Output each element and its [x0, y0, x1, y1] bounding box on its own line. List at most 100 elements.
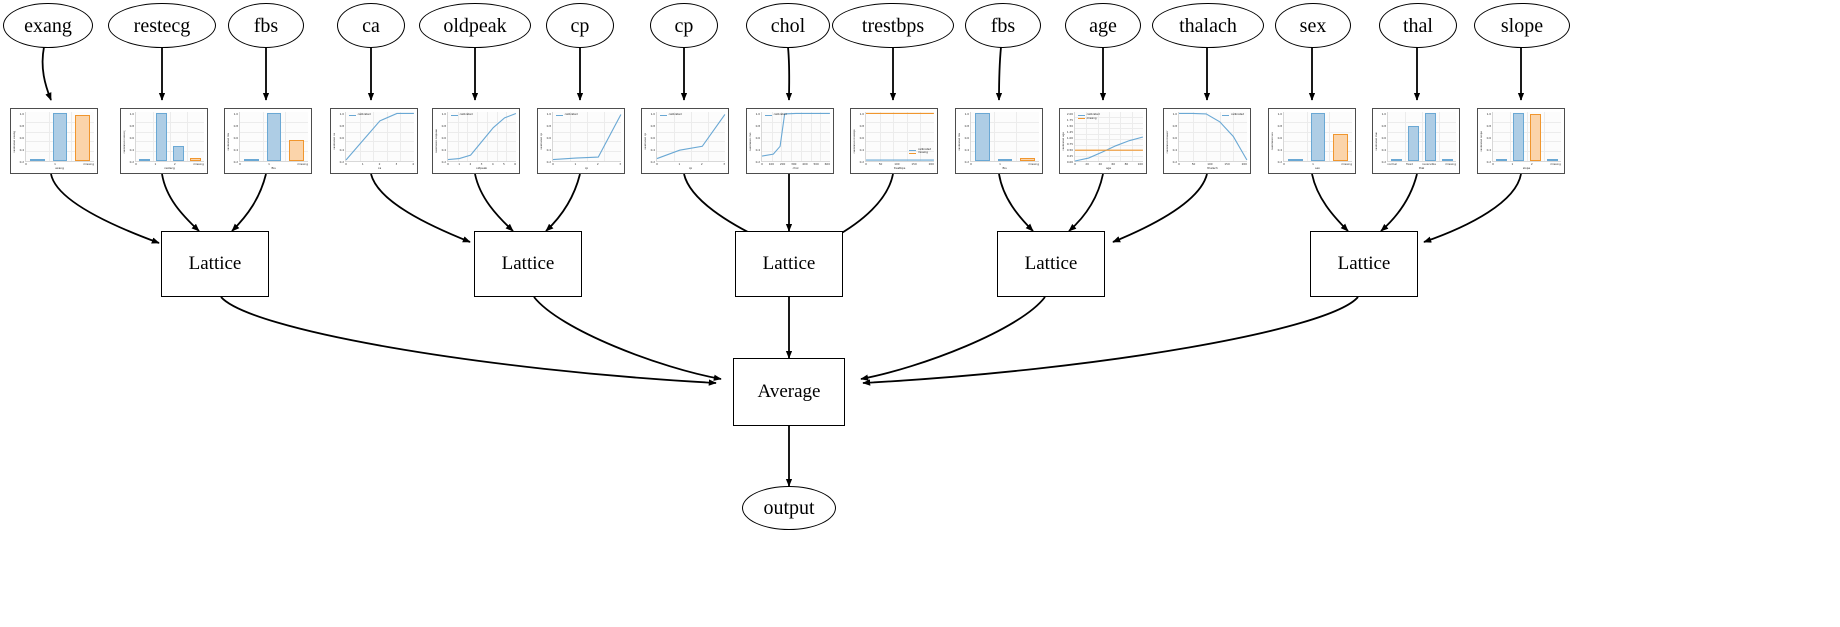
input-node-trestbps[interactable]: trestbps: [832, 3, 954, 48]
input-node-exang[interactable]: exang: [3, 3, 93, 48]
output-node[interactable]: output: [742, 486, 836, 530]
chart-bar: [1333, 134, 1348, 161]
chart-y-axis-label: calibrated age: [1063, 132, 1065, 151]
chart-bar: [266, 113, 282, 161]
input-node-age[interactable]: age: [1065, 3, 1141, 48]
legend-label: calibrated: [357, 113, 371, 116]
lattice-node-1[interactable]: Lattice: [474, 231, 582, 297]
y-tick-label: 0.25: [1066, 154, 1074, 159]
x-tick-label: 0: [970, 162, 972, 166]
chart-bar: [1288, 159, 1303, 161]
legend-label: calibrated: [773, 113, 787, 116]
gridline-vertical: [262, 112, 264, 161]
legend-label: calibrated: [1086, 113, 1100, 116]
x-tick-label: 500: [813, 162, 819, 166]
y-tick-label: 0.6: [129, 136, 135, 141]
x-tick-label: missing: [83, 162, 94, 166]
chart-series-line: [657, 114, 725, 158]
chart-legend: calibrated: [556, 113, 578, 117]
legend-row: calibrated: [556, 113, 578, 117]
y-tick-label: 0.8: [650, 124, 656, 129]
lattice-node-4[interactable]: Lattice: [1310, 231, 1418, 297]
input-node-fbs-2[interactable]: fbs: [965, 3, 1041, 48]
gridline-vertical: [1097, 112, 1099, 161]
input-node-ca[interactable]: ca: [337, 3, 405, 48]
input-node-fbs-1[interactable]: fbs: [228, 3, 304, 48]
input-node-restecg[interactable]: restecg: [108, 3, 216, 48]
lattice-node-3[interactable]: Lattice: [997, 231, 1105, 297]
input-node-cp-1[interactable]: cp: [546, 3, 614, 48]
gridline-horizontal: [1388, 121, 1456, 123]
input-node-sex[interactable]: sex: [1275, 3, 1351, 48]
legend-swatch: [451, 114, 459, 116]
input-node-chol[interactable]: chol: [746, 3, 830, 48]
chart-y-axis-label: calibrated slope: [1481, 131, 1483, 152]
input-node-oldpeak[interactable]: oldpeak: [419, 3, 531, 48]
lattice-node-2[interactable]: Lattice: [735, 231, 843, 297]
gridline-horizontal: [136, 121, 204, 123]
legend-row: calibrated: [660, 113, 682, 117]
y-tick-label: 1.0: [546, 112, 552, 116]
x-tick-label: 200: [928, 162, 934, 166]
lattice-node-0[interactable]: Lattice: [161, 231, 269, 297]
gridline-horizontal: [553, 141, 621, 142]
gridline-vertical: [373, 112, 374, 161]
average-node[interactable]: Average: [733, 358, 845, 426]
chart-x-axis-label: slope: [1522, 166, 1531, 170]
x-tick-label: 1: [268, 162, 270, 166]
plot-area: calibrated: [552, 112, 621, 162]
gridline-horizontal: [971, 151, 1039, 152]
input-node-thalach[interactable]: thalach: [1152, 3, 1264, 48]
y-tick-label: 1.0: [859, 112, 865, 116]
input-node-thal[interactable]: thal: [1379, 3, 1457, 48]
chart-y-axis-label: calibrated cp: [541, 133, 543, 150]
input-node-label: fbs: [253, 14, 279, 37]
y-tick-label: 1.0: [441, 112, 447, 116]
chart-bar: [289, 139, 304, 161]
input-node-slope[interactable]: slope: [1474, 3, 1570, 48]
gridline-vertical: [477, 112, 478, 161]
x-tick-label: 60: [1111, 162, 1116, 166]
x-tick-label: missing: [1445, 162, 1456, 166]
x-tick-label: 2: [596, 162, 599, 166]
gridline-horizontal: [1179, 131, 1247, 133]
input-node-cp-2[interactable]: cp: [650, 3, 718, 48]
gridline-vertical: [893, 112, 894, 161]
y-tick-label: 0.8: [129, 124, 135, 129]
input-node-label: exang: [24, 14, 72, 37]
gridline-vertical: [879, 112, 881, 161]
legend-label: calibrated: [668, 113, 682, 116]
chart-y-axis-label: calibrated oldpeak: [436, 129, 438, 154]
gridline-horizontal: [553, 121, 621, 123]
gridline-horizontal: [346, 151, 414, 152]
